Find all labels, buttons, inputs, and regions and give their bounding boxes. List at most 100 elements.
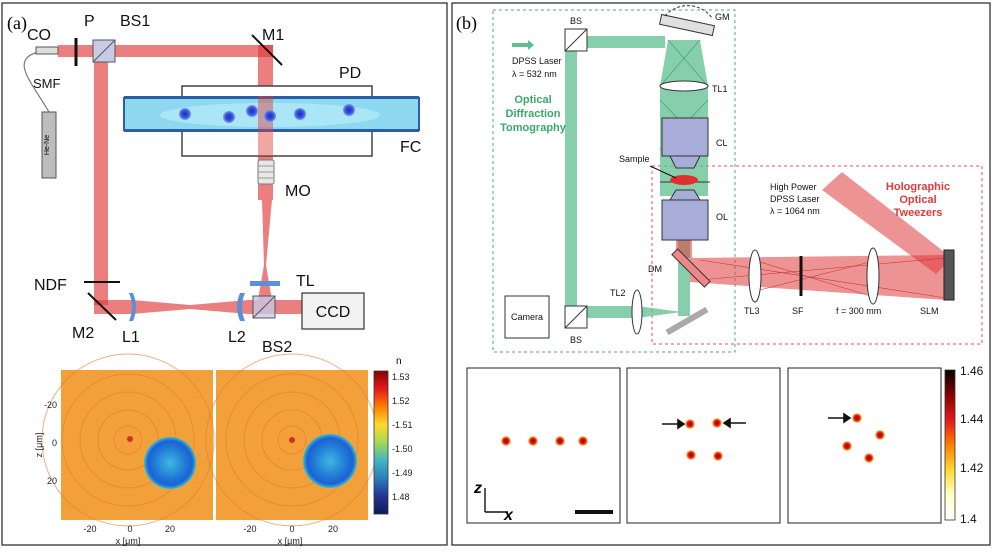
label-m2: M2: [72, 325, 94, 342]
label-co: CO: [27, 27, 51, 44]
label-odt-3: Tomography: [500, 122, 567, 134]
label-hot-1: Holographic: [886, 181, 950, 193]
tube-lens-3: [748, 249, 762, 303]
tomogram-1: [466, 367, 621, 524]
tube-lens: [250, 281, 280, 286]
colorbar-b-tick-4: 1.4: [960, 512, 977, 526]
tomogram-2: [626, 367, 781, 524]
panel-b: (b): [451, 2, 991, 546]
label-bs-bottom: BS: [570, 335, 582, 345]
label-mo: MO: [285, 183, 311, 200]
label-cl: CL: [716, 138, 728, 148]
label-tl1: TL1: [712, 84, 728, 94]
label-tl2: TL2: [610, 288, 626, 298]
colorbar-a-tick-6: 1.48: [392, 492, 410, 502]
map-a-xlabel-2: x [μm]: [278, 536, 303, 546]
map-a-xtick-2: 0: [127, 524, 132, 534]
colorbar-a: n 1.53 1.52 -1.51 -1.50 -1.49 1.48: [373, 356, 413, 515]
odt-region: [492, 9, 736, 353]
colorbar-b-tick-1: 1.46: [960, 364, 984, 378]
label-sf: SF: [792, 306, 804, 316]
hot-region: [651, 165, 983, 345]
lens-2: [237, 293, 245, 321]
label-camera: Camera: [511, 312, 543, 322]
colorbar-a-tick-3: -1.51: [392, 420, 413, 430]
flow-chamber: [123, 85, 420, 157]
label-ol: OL: [716, 212, 728, 222]
hene-label: He-Ne: [44, 135, 51, 155]
label-tl3: TL3: [744, 306, 760, 316]
focal-lens: [866, 247, 880, 305]
label-ccd: CCD: [316, 304, 351, 321]
tube-lens-2: [631, 289, 643, 335]
colorbar-a-title: n: [396, 356, 402, 367]
colorbar-b-tick-2: 1.44: [960, 412, 984, 426]
ccd-camera: [301, 292, 365, 330]
lens-1: [129, 293, 136, 321]
scale-bar: [575, 510, 613, 514]
objective-lens: [661, 189, 709, 241]
mirror-1: [251, 34, 283, 66]
green-arrow: [512, 40, 534, 50]
phase-map-2: [205, 353, 379, 527]
single-mode-fiber: [23, 51, 50, 113]
label-hp-1: High Power: [770, 182, 817, 192]
condenser-lens: [661, 117, 709, 169]
label-l2: L2: [228, 329, 246, 346]
map-a-xtick-1: -20: [83, 524, 96, 534]
axis-x-label: x: [503, 507, 514, 524]
label-gm: GM: [715, 12, 730, 22]
label-l1: L1: [122, 329, 140, 346]
map-a-ytick-1: -20: [44, 400, 57, 410]
galvo-mirror: [658, 5, 716, 37]
label-dpss: DPSS Laser: [512, 56, 562, 66]
colorbar-b-tick-3: 1.42: [960, 461, 984, 475]
map-a-ytick-2: 0: [52, 438, 57, 448]
label-tl: TL: [296, 273, 315, 290]
panel-b-label: (b): [456, 13, 477, 34]
colorbar-a-tick-1: 1.53: [392, 372, 410, 382]
label-hot-2: Optical: [899, 194, 936, 206]
slm: [943, 249, 955, 301]
label-m1: M1: [262, 27, 284, 44]
label-smf: SMF: [33, 76, 61, 91]
map-a-xtick-5: 0: [289, 524, 294, 534]
label-hot-3: Tweezers: [894, 207, 943, 219]
tomogram-3: [787, 367, 942, 524]
panel-a: He-Ne: [1, 2, 448, 546]
phase-map-1: [41, 353, 215, 527]
map-a-xlabel: x [μm]: [116, 536, 141, 546]
label-lambda-green: λ = 532 nm: [512, 69, 557, 79]
panel-a-label: (a): [7, 13, 27, 34]
label-p: P: [84, 13, 95, 30]
label-focal: f = 300 mm: [836, 306, 881, 316]
collimator: [35, 46, 59, 55]
camera: [504, 295, 550, 339]
map-a-axes: z [μm] -20 0 20 -20 0 20 -20 0 20 x [μm]…: [34, 400, 338, 546]
label-pd: PD: [339, 65, 361, 82]
colorbar-a-tick-2: 1.52: [392, 396, 410, 406]
label-bs2: BS2: [262, 339, 292, 356]
label-slm: SLM: [920, 306, 939, 316]
mirror-b: [665, 306, 709, 336]
map-a-xtick-4: -20: [243, 524, 256, 534]
map-a-xtick-6: 20: [328, 524, 338, 534]
label-odt-1: Optical: [514, 94, 551, 106]
colorbar-b: 1.46 1.44 1.42 1.4: [944, 364, 984, 526]
map-a-xtick-3: 20: [165, 524, 175, 534]
label-bs-top: BS: [570, 16, 582, 26]
axes-indicator: [484, 488, 508, 513]
axis-z-label: z: [473, 480, 482, 497]
label-fc: FC: [400, 139, 421, 156]
colorbar-a-tick-4: -1.50: [392, 444, 413, 454]
map-a-ylabel: z [μm]: [34, 433, 44, 458]
map-a-ytick-3: 20: [47, 476, 57, 486]
label-sample: Sample: [619, 154, 650, 164]
mirror-2: [87, 292, 117, 321]
label-hp-2: DPSS Laser: [770, 194, 820, 204]
label-hp-3: λ = 1064 nm: [770, 206, 820, 216]
label-odt-2: Diffraction: [506, 108, 561, 120]
dichroic-mirror: [671, 248, 711, 288]
